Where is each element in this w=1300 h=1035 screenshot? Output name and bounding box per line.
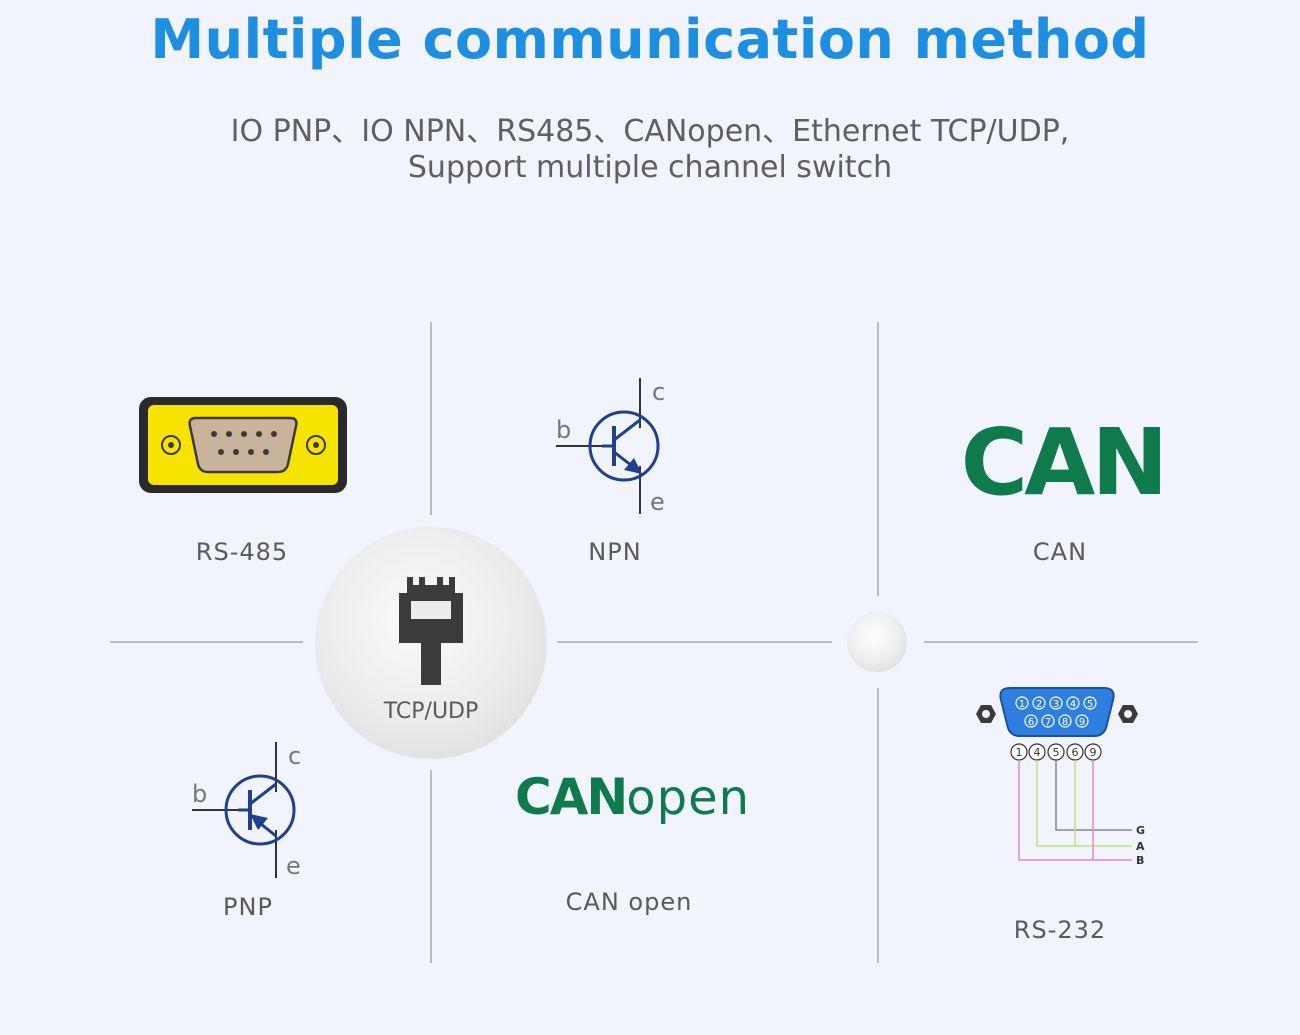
subtitle-line-1: IO PNP、IO NPN、RS485、CANopen、Ethernet TCP… — [230, 114, 1070, 149]
npn-transistor-icon: c b e — [552, 374, 682, 525]
divider-left — [110, 641, 303, 643]
divider-bottom-right — [877, 688, 879, 963]
db9-pin-1: 1 — [1019, 699, 1025, 710]
ethernet-plug-icon — [395, 573, 467, 692]
can-logo: CAN — [960, 409, 1169, 516]
pnp-pin-b: b — [192, 780, 207, 808]
npn-pin-b: b — [556, 416, 571, 444]
db9-pin-5: 5 — [1087, 699, 1093, 710]
wired-pin-4: 4 — [1034, 746, 1041, 759]
divider-top-right — [877, 322, 879, 596]
divider-top-mid — [430, 322, 432, 515]
npn-pin-e: e — [650, 488, 665, 516]
wired-pin-1: 1 — [1016, 746, 1023, 759]
db9-pin-8: 8 — [1062, 717, 1068, 728]
divider-bottom-mid — [430, 770, 432, 963]
canopen-logo-open: open — [626, 770, 751, 826]
can-label: CAN — [1032, 538, 1088, 566]
rs485-connector-icon — [138, 396, 348, 499]
db9-pin-2: 2 — [1036, 699, 1042, 710]
tcp-udp-label: TCP/UDP — [383, 699, 479, 724]
subtitle-line-2: Support multiple channel switch — [407, 150, 893, 185]
pnp-pin-e: e — [286, 852, 301, 880]
divider-center — [557, 641, 832, 643]
db9-pin-3: 3 — [1053, 699, 1059, 710]
wired-pin-5: 5 — [1053, 746, 1060, 759]
wire-label-b: B — [1136, 854, 1144, 867]
wired-pin-9: 9 — [1090, 746, 1097, 759]
pnp-pin-c: c — [288, 742, 301, 770]
db9-pin-4: 4 — [1070, 699, 1076, 710]
canopen-label: CAN open — [565, 888, 693, 916]
rs485-label: RS-485 — [195, 538, 289, 566]
divider-right — [924, 641, 1198, 643]
db9-pin-7: 7 — [1045, 717, 1051, 728]
pnp-transistor-icon: c b e — [188, 738, 318, 889]
db9-pin-9: 9 — [1079, 717, 1085, 728]
wire-label-a: A — [1136, 840, 1145, 853]
canopen-logo: CANopen — [515, 768, 750, 826]
npn-label: NPN — [588, 538, 642, 566]
decorative-ball — [847, 612, 907, 672]
npn-pin-c: c — [652, 378, 665, 406]
canopen-logo-can: CAN — [515, 768, 628, 826]
wire-label-g: G — [1136, 824, 1145, 837]
rs232-label: RS-232 — [1013, 916, 1107, 944]
rs232-db9-icon: 1 2 3 4 5 6 7 8 9 1 4 5 6 9 — [972, 684, 1152, 879]
tcp-udp-hub: TCP/UDP — [315, 527, 547, 759]
db9-pin-6: 6 — [1028, 717, 1034, 728]
pnp-label: PNP — [223, 893, 273, 921]
wired-pin-6: 6 — [1072, 746, 1079, 759]
page-title: Multiple communication method — [150, 8, 1150, 71]
